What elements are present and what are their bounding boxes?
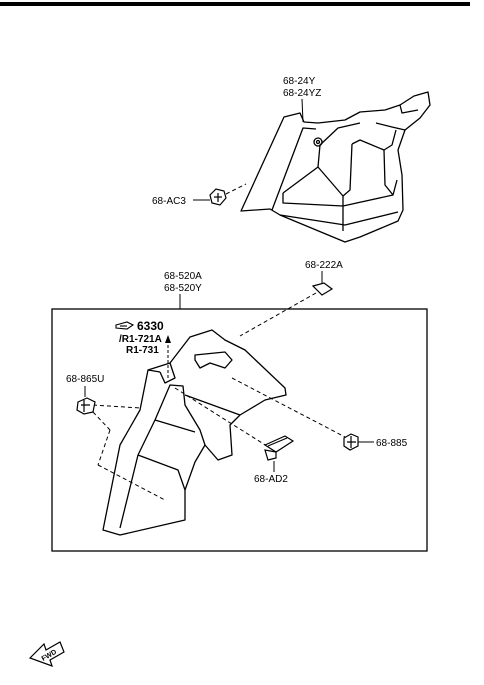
leader-upper-panel [301,98,304,123]
dash-fastener-left-down [92,411,111,431]
dash-fastener-left-long [97,429,111,466]
label-upper-panel-b: 68-24YZ [283,88,321,99]
upper-panel-drawing [240,91,431,243]
label-trim-b: 68-520Y [164,283,202,294]
clip-icon [209,188,227,206]
detail-frame [51,308,428,552]
reference-arrow-head [165,335,171,343]
label-fastener-left: 68-865U [66,374,104,385]
dash-fastener-left-low [97,464,166,501]
leader-cap-dash [239,292,317,337]
dash-trim-mid [174,387,271,449]
dash-trim-right [231,377,346,438]
reference-line-2: R1-731 [126,345,159,356]
reference-line-1: /R1-721A [119,334,162,345]
dash-fastener-left-up [92,404,141,409]
reference-code: 6330 [137,319,164,333]
label-hook: 68-AD2 [254,474,288,485]
fwd-arrow-icon: FWD [28,641,65,667]
leader-clip-dash [225,183,247,195]
hook-icon [263,435,295,461]
trim-panel-drawing [102,329,287,536]
fastener-right-icon [343,433,359,451]
reference-icon [115,321,135,330]
label-upper-clip: 68-AC3 [152,196,186,207]
label-upper-panel-a: 68-24Y [283,76,316,87]
label-fastener-right: 68-885 [376,438,408,449]
label-cap: 68-222A [305,260,343,271]
fastener-left-icon [76,397,96,415]
cap-icon [311,282,334,296]
label-trim-a: 68-520A [164,271,202,282]
